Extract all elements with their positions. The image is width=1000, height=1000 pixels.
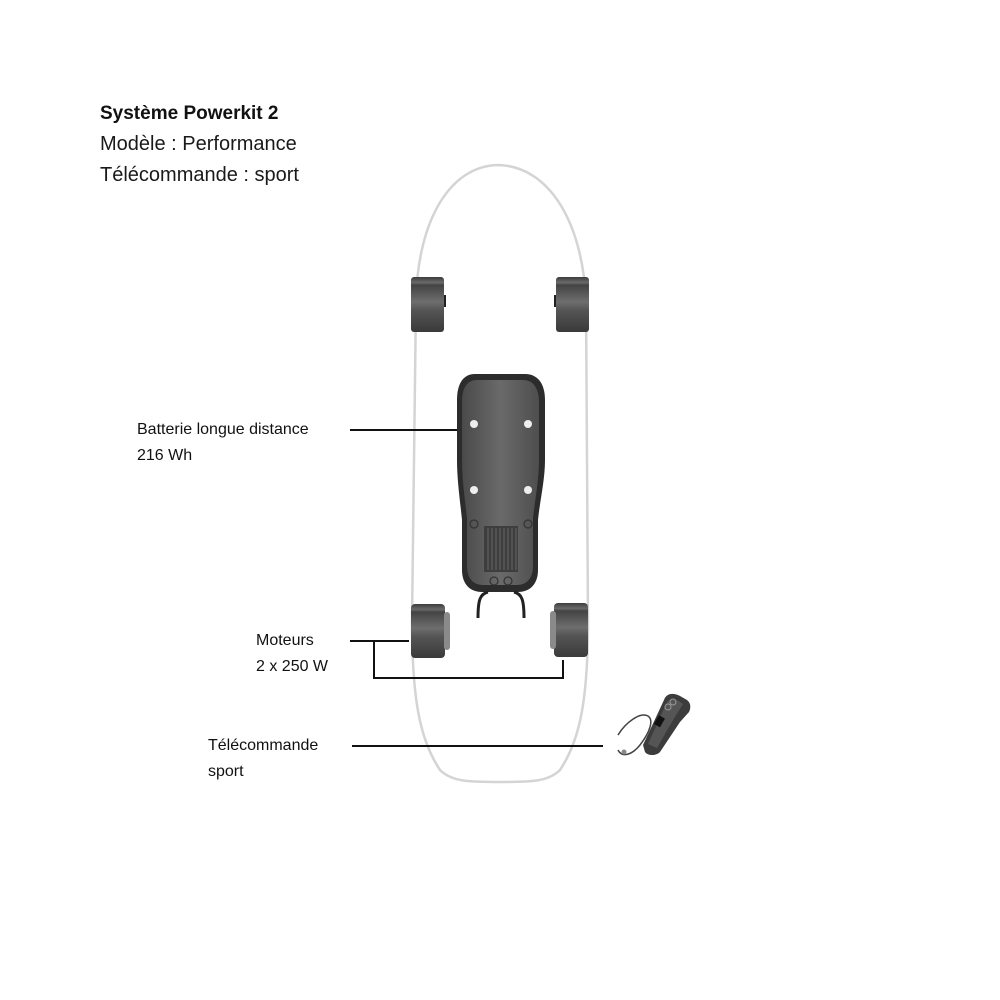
system-title: Système Powerkit 2	[100, 103, 279, 124]
remote-callout: Télécommande sport	[208, 733, 318, 785]
battery-callout-capacity: 216 Wh	[137, 447, 193, 464]
remote-callout-name: Télécommande	[208, 737, 319, 754]
model-line: Modèle : Performance	[100, 133, 297, 155]
motors-callout-name: Moteurs	[256, 632, 314, 649]
motors-bracket-line	[373, 641, 564, 679]
front-left-wheel	[411, 277, 446, 332]
rear-left-motor-wheel	[411, 604, 450, 658]
remote-line: Télécommande : sport	[100, 164, 299, 186]
battery-callout: Batterie longue distance 216 Wh	[137, 417, 309, 469]
motors-callout: Moteurs 2 x 250 W	[256, 628, 328, 680]
rear-right-motor-wheel	[550, 603, 588, 657]
header: Système Powerkit 2 Modèle : Performance …	[100, 98, 299, 191]
battery-callout-name: Batterie longue distance	[137, 421, 309, 438]
remote-callout-type: sport	[208, 763, 244, 780]
front-right-wheel	[554, 277, 589, 332]
motors-callout-power: 2 x 250 W	[256, 658, 329, 675]
remote-control-icon	[617, 693, 691, 756]
board-outline	[410, 163, 590, 784]
battery-pack	[457, 374, 545, 619]
